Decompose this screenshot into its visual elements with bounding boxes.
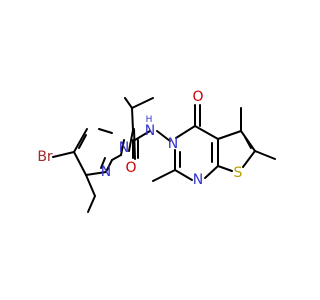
pyrazole-n1-label: N [119,140,129,156]
ring-oxygen-label: O [192,89,203,105]
canvas-background [0,0,300,300]
molecule-diagram: Br N N O N H N O N S [0,0,300,300]
pyrimidinone-n3-label: N [168,136,178,152]
bond [85,174,96,197]
amide-oxygen-label: O [125,160,136,176]
molecule-structure: Br N N O N H N O N S [0,0,300,300]
bond [78,134,87,149]
bond [217,165,233,172]
bromine-label: Br [37,149,53,165]
bond [152,169,176,182]
bond [85,171,107,176]
amide-hydrogen-label: H [146,115,153,125]
bond [73,128,88,153]
pyrimidinone-n1-label: N [193,172,203,188]
bond [133,128,136,160]
pyrazole-n2-label: N [101,164,111,180]
bond [204,165,219,179]
bond [175,125,196,139]
bond [242,150,256,168]
bond [111,154,122,161]
bond [217,130,242,140]
bond [120,139,125,156]
bond [100,157,106,169]
bond [131,97,154,109]
sulfur-label: S [234,165,243,181]
amide-nitrogen-label: N [145,123,155,139]
bond [73,151,87,176]
bond [134,130,151,141]
bond-lines [52,97,276,213]
bond [98,128,113,134]
atom-labels: Br N N O N H N O N S [37,89,242,188]
bond [105,159,113,173]
bond [254,150,276,160]
bond [244,136,252,149]
bond [156,130,171,142]
bond [52,151,75,158]
bond [128,129,134,152]
bond [131,107,134,131]
bond [194,125,219,140]
bond [87,195,96,213]
bond [124,97,133,109]
bond [174,169,193,181]
